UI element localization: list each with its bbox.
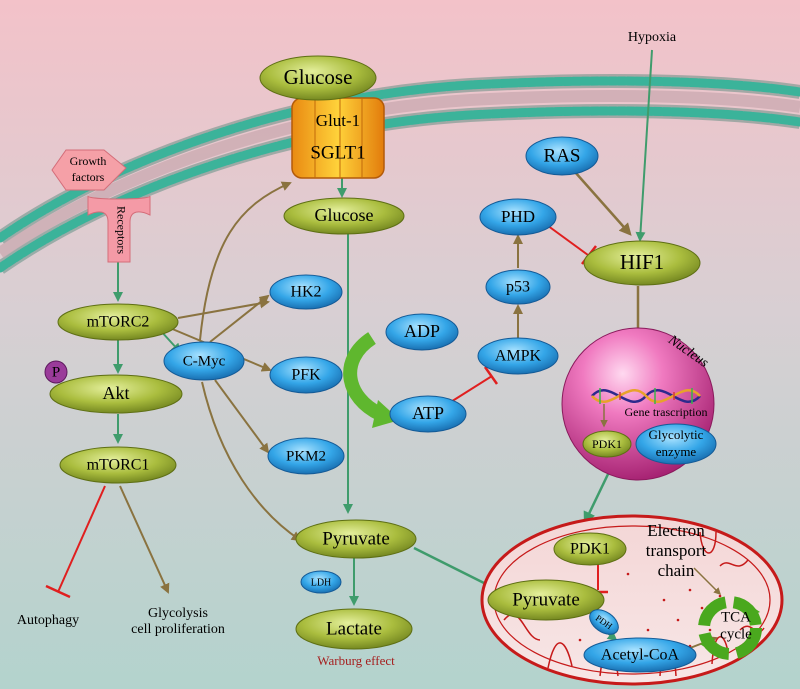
node-glycolytic-enzyme: Glycolytic enzyme: [635, 423, 717, 465]
arrow-cmyc-pkm2: [214, 379, 270, 454]
glucose-transporter: Glut-1 SGLT1: [291, 97, 385, 179]
svg-text:C-Myc: C-Myc: [183, 353, 226, 369]
electron-transport-chain-label: Electron transport chain: [646, 521, 707, 580]
svg-text:Glucose: Glucose: [284, 65, 353, 89]
node-akt: Akt: [49, 374, 183, 414]
arrow-cmyc-hk2: [209, 294, 270, 343]
svg-text:Glycolytic: Glycolytic: [649, 427, 704, 442]
svg-text:Akt: Akt: [103, 383, 130, 403]
node-ras: RAS: [525, 136, 599, 176]
svg-text:Acetyl-CoA: Acetyl-CoA: [601, 647, 680, 664]
node-phd: PHD: [479, 198, 557, 236]
arrow-ras-hif1: [574, 171, 632, 236]
hypoxia-label: Hypoxia: [628, 30, 677, 45]
svg-text:PDK1: PDK1: [592, 437, 622, 451]
svg-text:enzyme: enzyme: [656, 444, 697, 459]
svg-text:PHD: PHD: [501, 207, 535, 226]
svg-text:Glucose: Glucose: [315, 205, 374, 225]
svg-text:p53: p53: [506, 279, 530, 296]
node-pyruvate-mito: Pyruvate: [487, 579, 605, 621]
svg-text:factors: factors: [72, 170, 105, 184]
svg-text:ATP: ATP: [412, 403, 444, 423]
node-pyruvate-cytosol: Pyruvate: [295, 519, 417, 559]
node-acetyl-coa: Acetyl-CoA: [583, 637, 697, 673]
arrow-nucleus-mito: [583, 469, 612, 525]
gene-transcription-label: Gene trascription: [625, 405, 708, 419]
node-glucose-outer: Glucose: [259, 55, 377, 101]
arrow-cmyc-glut: [199, 181, 292, 341]
phospho-badge: P: [44, 360, 68, 384]
node-hif1: HIF1: [583, 240, 701, 286]
node-mtorc1: mTORC1: [59, 446, 177, 484]
glut1-label: Glut-1: [316, 111, 360, 130]
node-p53: p53: [485, 269, 551, 305]
svg-text:cycle: cycle: [720, 626, 752, 642]
nucleus: Nucleus Gene trascription PDK1 Glycolyti…: [561, 327, 717, 481]
svg-text:PKM2: PKM2: [286, 448, 326, 464]
node-adp: ADP: [385, 313, 459, 351]
svg-text:HIF1: HIF1: [620, 250, 664, 274]
node-glucose-inner: Glucose: [283, 197, 405, 235]
receptors-label: Receptors: [114, 206, 128, 254]
svg-text:mTORC1: mTORC1: [87, 457, 150, 474]
svg-text:AMPK: AMPK: [495, 348, 542, 365]
arrow-hypoxia-hif1: [635, 49, 653, 242]
node-cmyc: C-Myc: [163, 341, 245, 381]
sglt1-label: SGLT1: [310, 142, 365, 163]
growth-factor-receptor: Growth factors Receptors: [51, 149, 151, 263]
node-ldh: LDH: [300, 570, 342, 594]
svg-text:LDH: LDH: [311, 577, 332, 588]
svg-text:TCA: TCA: [721, 609, 751, 625]
arrow-mtorc2-hk2: [177, 298, 270, 319]
tca-cycle: TCA cycle: [698, 596, 762, 660]
cell-proliferation-label: cell proliferation: [131, 622, 225, 637]
glycolysis-label: Glycolysis: [148, 606, 208, 621]
node-pdh: PDH: [589, 609, 619, 635]
autophagy-label: Autophagy: [17, 613, 79, 628]
svg-text:Growth: Growth: [70, 154, 107, 168]
svg-text:Pyruvate: Pyruvate: [322, 528, 390, 549]
svg-text:PFK: PFK: [291, 367, 321, 384]
node-ampk: AMPK: [477, 337, 559, 375]
warburg-effect-label: Warburg effect: [317, 653, 395, 668]
svg-text:Pyruvate: Pyruvate: [512, 589, 580, 610]
node-pdk1-nucleus: PDK1: [582, 430, 632, 458]
svg-text:ADP: ADP: [404, 321, 440, 341]
inhibit-atp-ampk: [445, 375, 493, 406]
svg-text:transport: transport: [646, 541, 707, 560]
node-atp: ATP: [389, 395, 467, 433]
dna-icon: [591, 388, 701, 404]
node-mtorc2: mTORC2: [57, 303, 179, 341]
svg-text:chain: chain: [658, 561, 695, 580]
svg-text:RAS: RAS: [544, 145, 581, 166]
svg-text:mTORC2: mTORC2: [87, 314, 150, 331]
svg-text:PDK1: PDK1: [570, 541, 610, 558]
svg-text:HK2: HK2: [290, 284, 321, 301]
svg-text:Electron: Electron: [647, 521, 705, 540]
arrow-mtorc1-glycolysis: [119, 485, 170, 594]
node-lactate: Lactate: [295, 608, 413, 650]
svg-text:Lactate: Lactate: [326, 618, 382, 639]
arrow-cmyc-pyruvate: [201, 381, 302, 542]
svg-text:P: P: [52, 364, 60, 380]
node-hk2: HK2: [269, 274, 343, 310]
arrow-etc-tca: [693, 567, 722, 596]
node-pkm2: PKM2: [267, 437, 345, 475]
inhibit-mtorc1-autophagy: [57, 485, 106, 593]
node-pdk1-mito: PDK1: [553, 532, 627, 566]
node-pfk: PFK: [269, 356, 343, 394]
